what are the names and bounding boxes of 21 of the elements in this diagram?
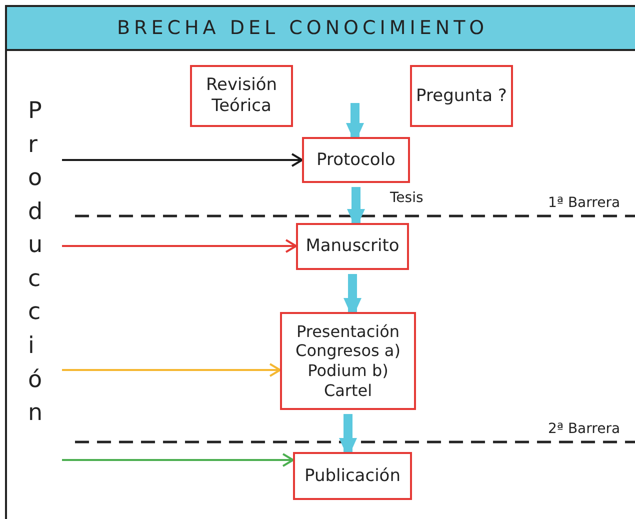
box-label: Manuscrito bbox=[306, 236, 400, 257]
barrier-label: 1ª Barrera bbox=[548, 195, 620, 211]
barrier-label: 2ª Barrera bbox=[548, 421, 620, 437]
vertical-label: Producción bbox=[28, 97, 51, 428]
box-label: Presentación Congresos a) Podium b) Cartel bbox=[294, 322, 402, 400]
box-label: Protocolo bbox=[316, 150, 396, 170]
process-box bbox=[280, 312, 416, 410]
arrow bbox=[62, 239, 297, 253]
box-label: Publicación bbox=[304, 466, 400, 486]
arrow bbox=[62, 363, 281, 377]
process-box bbox=[296, 223, 409, 270]
arrow bbox=[62, 153, 303, 167]
process-box bbox=[190, 65, 293, 127]
box-label: Revisión Teórica bbox=[204, 75, 278, 117]
arrow bbox=[62, 453, 294, 467]
box-label: Pregunta ? bbox=[416, 86, 507, 106]
process-box bbox=[410, 65, 513, 127]
process-box bbox=[293, 452, 412, 500]
process-box bbox=[302, 137, 410, 183]
edge-label: Tesis bbox=[390, 190, 424, 206]
title: BRECHA DEL CONOCIMIENTO bbox=[117, 17, 488, 39]
